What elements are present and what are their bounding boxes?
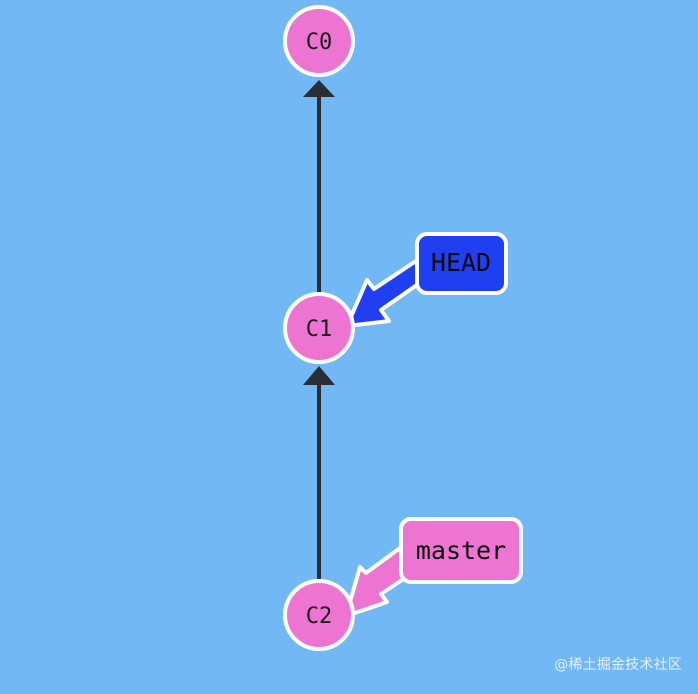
- master-tag[interactable]: master: [399, 517, 523, 584]
- commit-node-c2[interactable]: C2: [283, 579, 355, 651]
- edges-layer: [303, 80, 335, 580]
- head-tag[interactable]: HEAD: [415, 232, 508, 295]
- head-label: HEAD: [431, 248, 491, 277]
- master-label: master: [416, 536, 506, 565]
- head-arrow: [345, 259, 426, 328]
- commit-circle-c2: [283, 579, 355, 651]
- commit-node-c1[interactable]: C1: [283, 292, 355, 364]
- commit-label-c0: C0: [306, 30, 333, 55]
- commits-layer: C0 C1 C2: [283, 5, 355, 651]
- commit-circle-c1: [283, 292, 355, 364]
- commit-node-c0[interactable]: C0: [283, 5, 355, 77]
- edge-arrowhead-c0: [303, 80, 335, 97]
- refs-layer: HEAD master: [344, 232, 523, 618]
- watermark-text: @稀土掘金技术社区: [554, 657, 682, 673]
- commit-circle-c0: [283, 5, 355, 77]
- edge-arrowhead-c1: [303, 366, 335, 385]
- commit-label-c2: C2: [306, 604, 333, 629]
- commit-label-c1: C1: [306, 317, 333, 342]
